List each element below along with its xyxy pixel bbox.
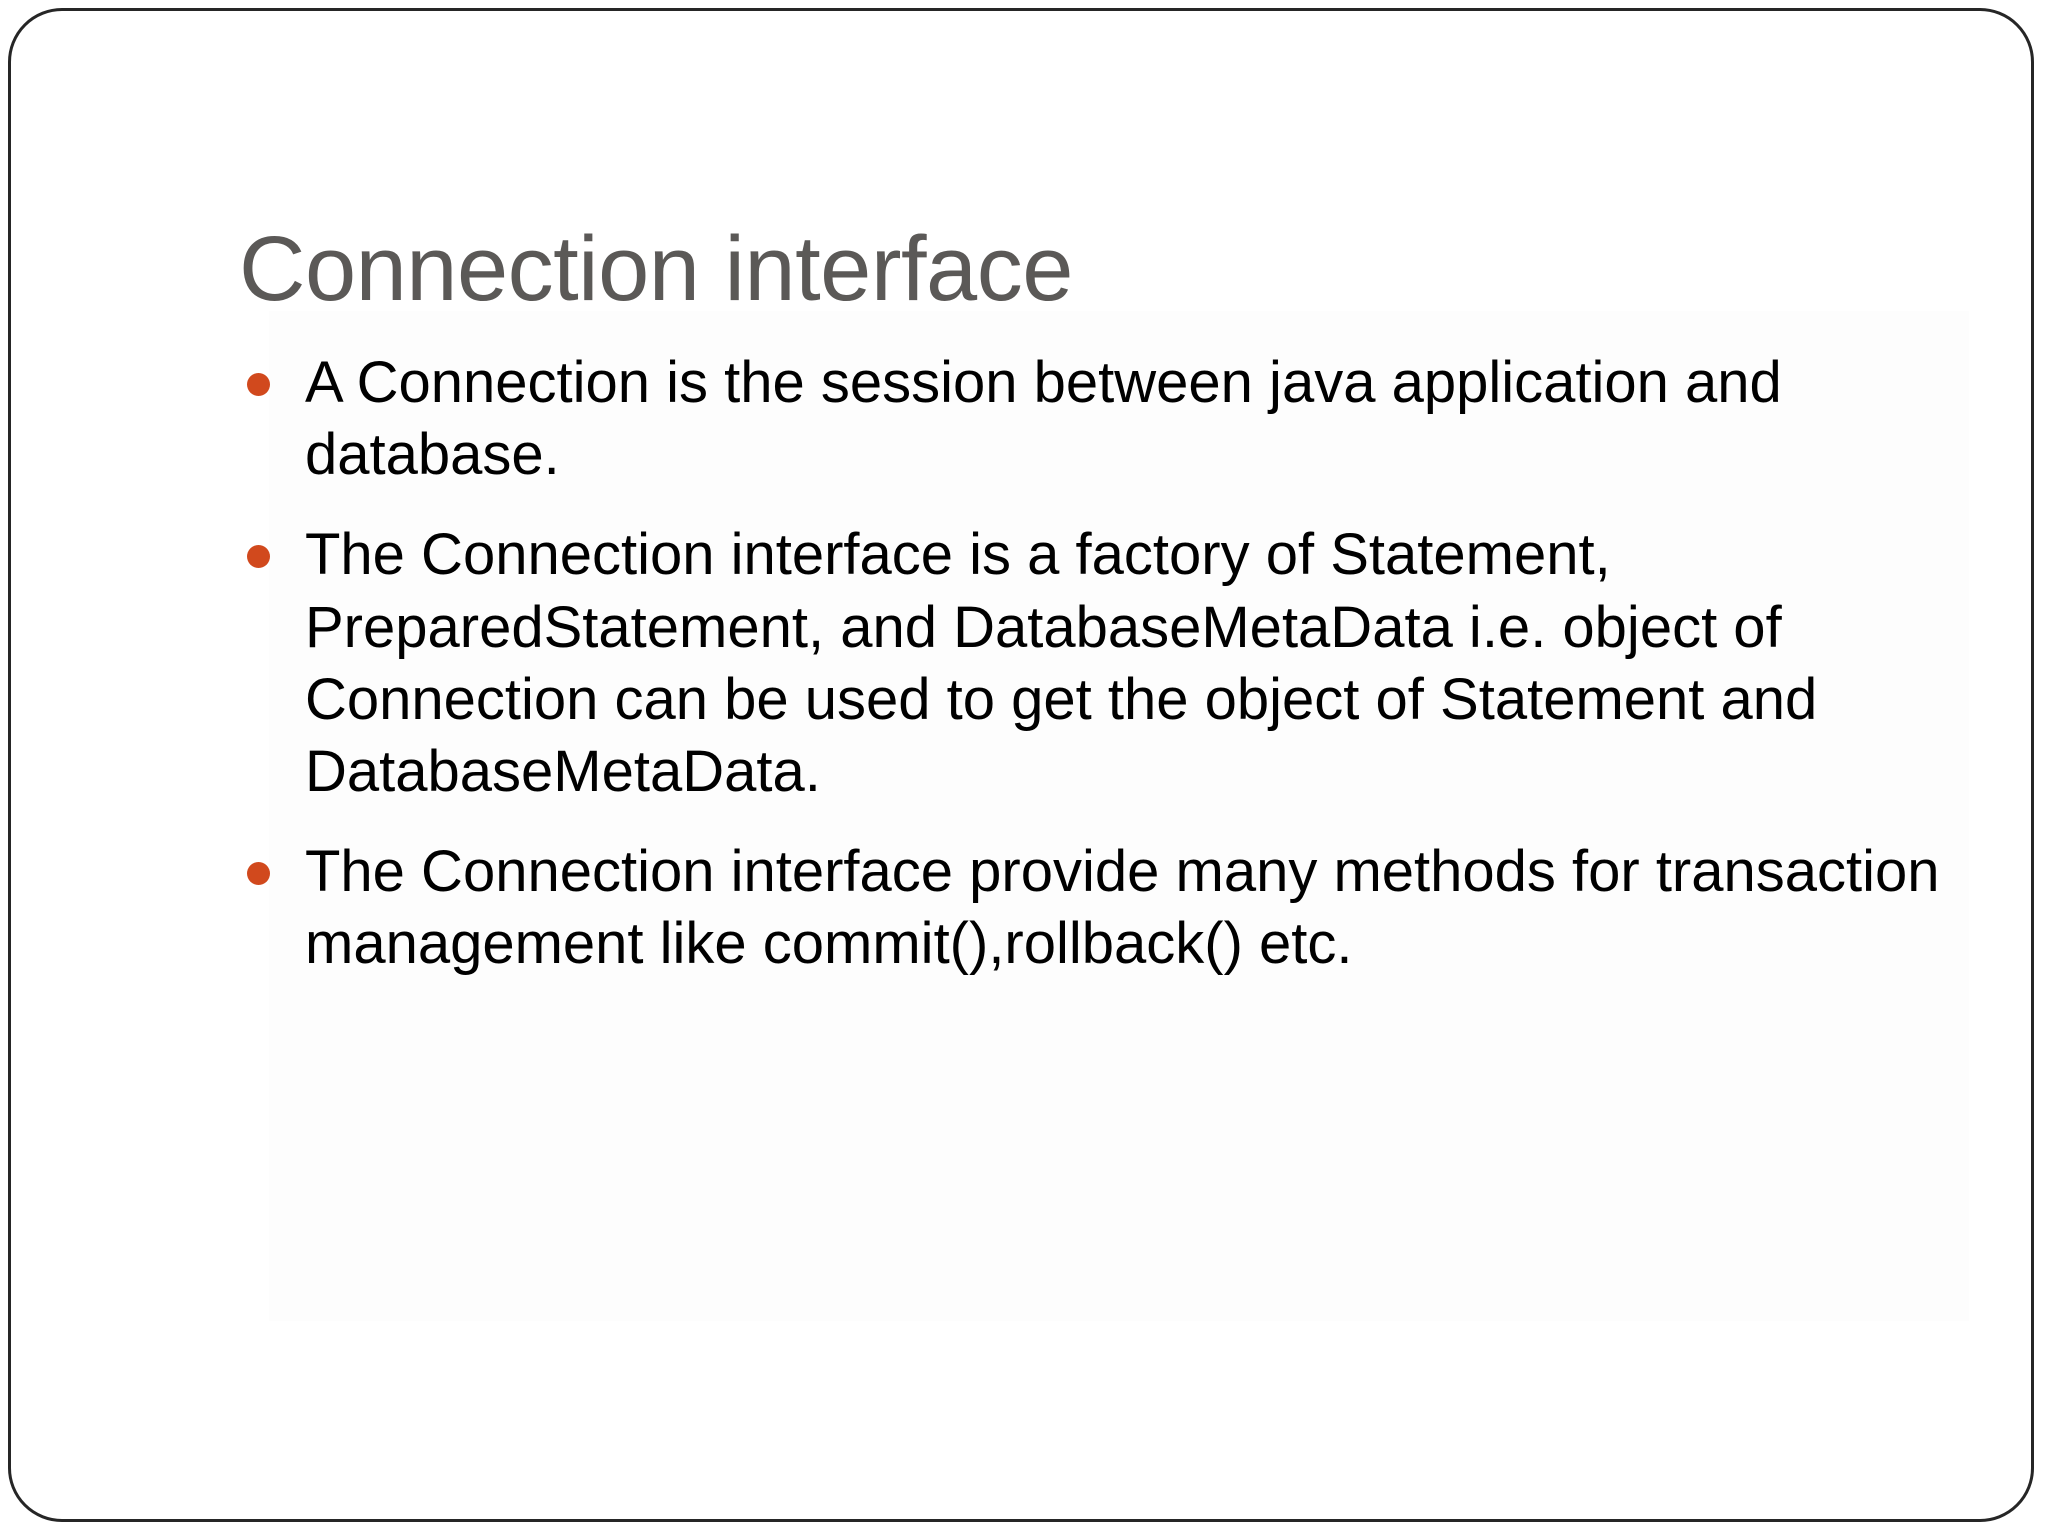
presentation-slide: Connection interface A Connection is the… [8,8,2034,1522]
disc-bullet-icon [247,373,270,396]
list-item-text: The Connection interface provide many me… [305,839,1940,977]
list-item-text: A Connection is the session between java… [305,350,1782,488]
page-title: Connection interface [239,217,1073,320]
disc-bullet-icon [247,862,270,886]
list-item: The Connection interface provide many me… [233,836,1953,980]
list-item-text: The Connection interface is a factory of… [305,522,1818,805]
disc-bullet-icon [247,545,270,569]
list-item: The Connection interface is a factory of… [233,519,1953,808]
bullet-list: A Connection is the session between java… [233,347,1953,981]
list-item: A Connection is the session between java… [233,347,1953,491]
